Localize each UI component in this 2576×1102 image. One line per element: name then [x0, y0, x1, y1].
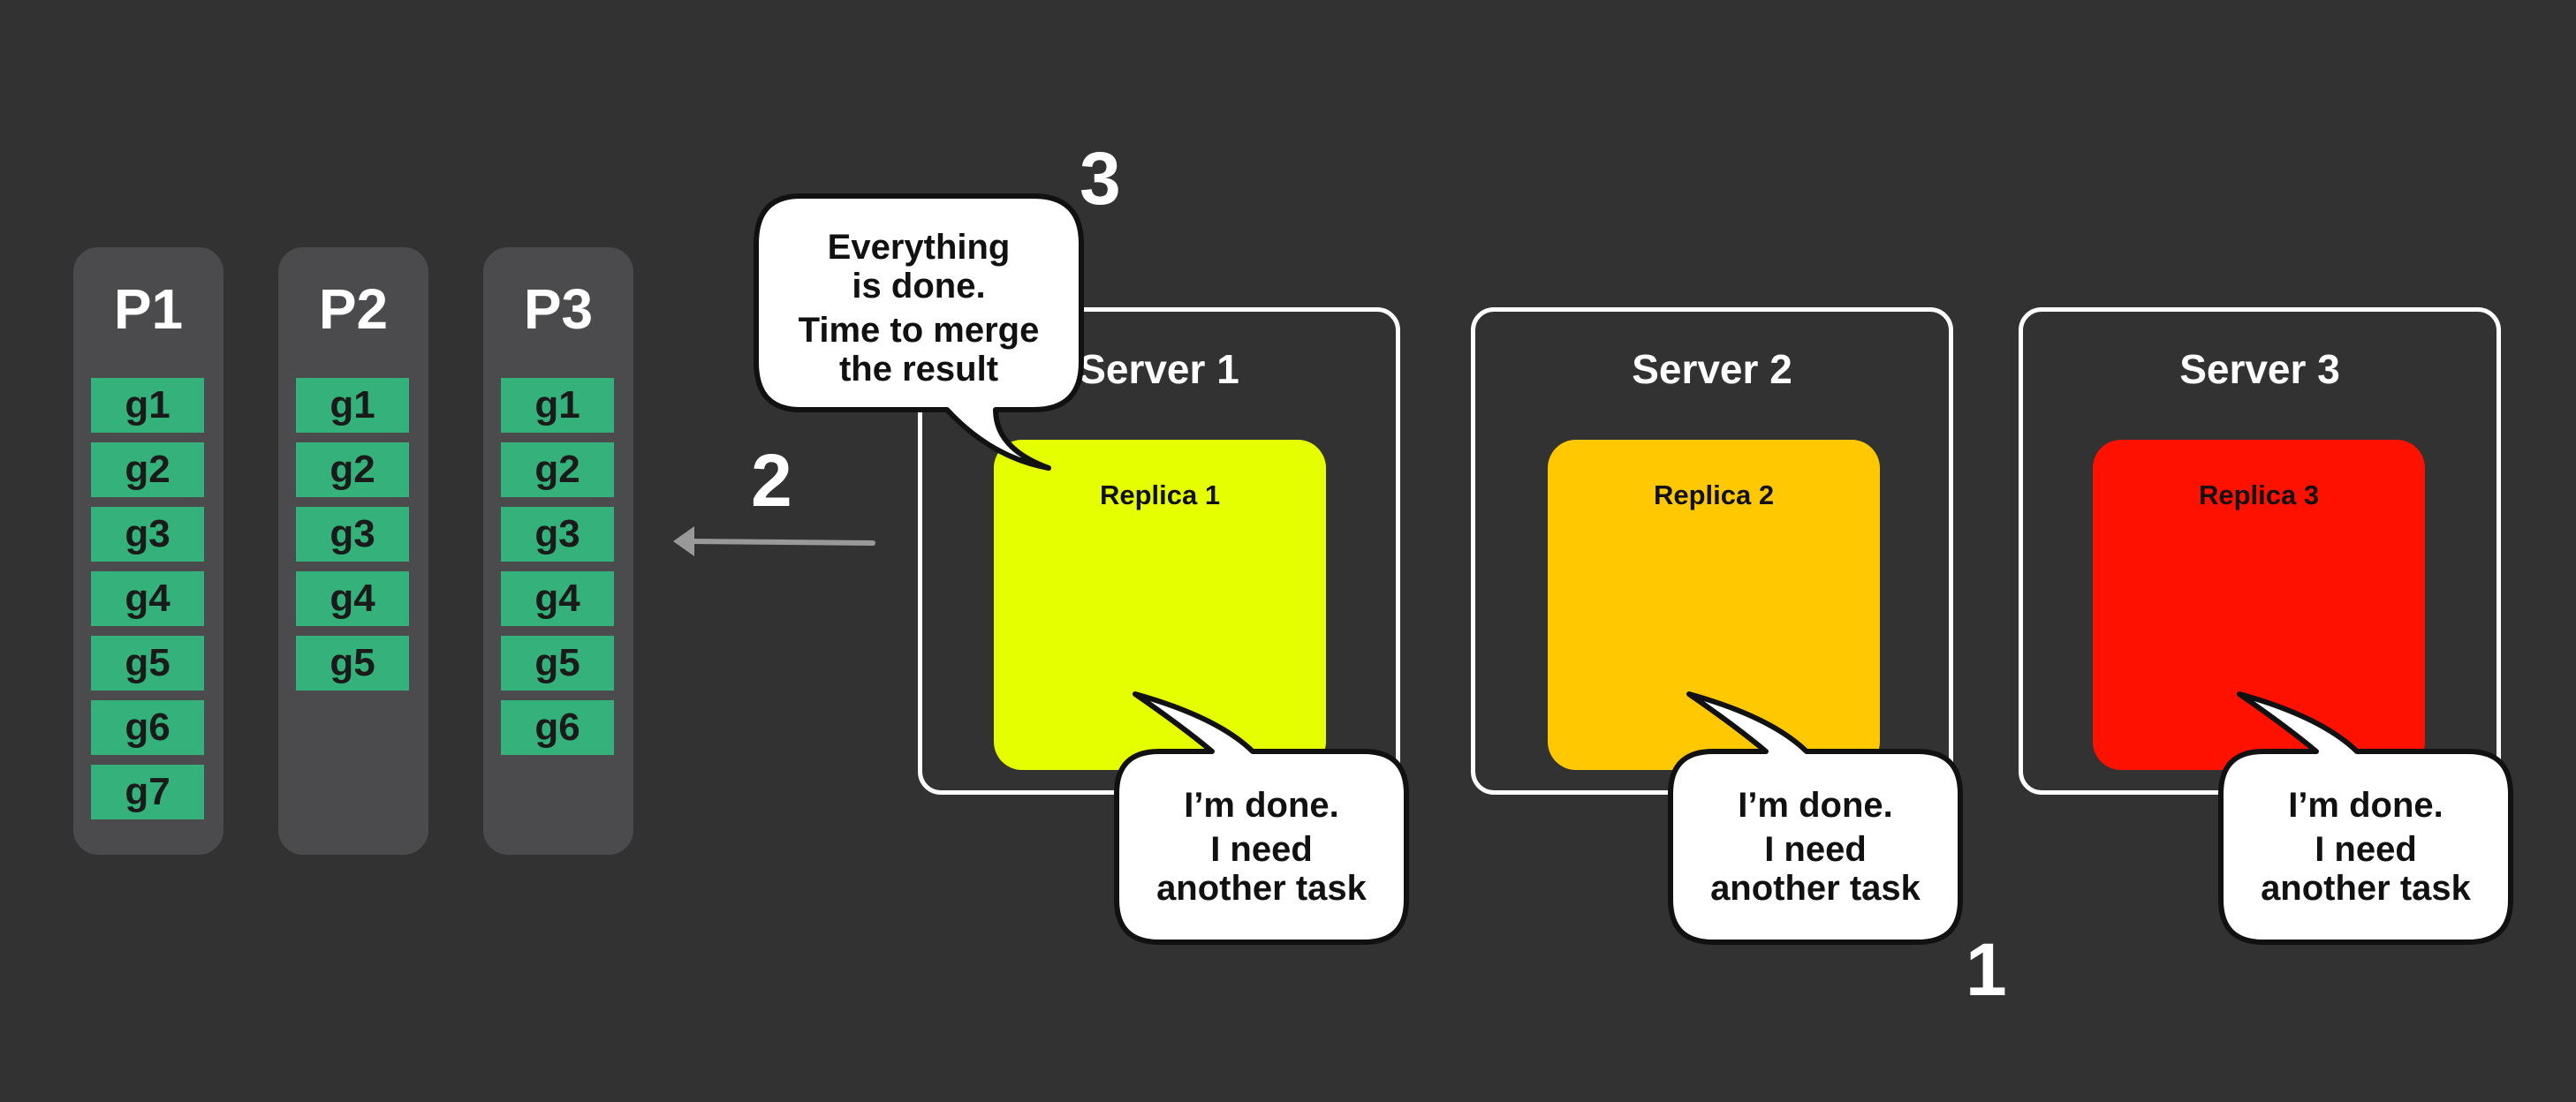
- replica-3: Replica 3: [2093, 440, 2425, 770]
- task-cell: g6: [501, 700, 614, 755]
- task-cell: g3: [91, 507, 204, 562]
- partition-title: P3: [523, 277, 594, 341]
- task-cell: g4: [91, 571, 204, 626]
- done-bubble-text: I’m done. I need another task: [1671, 786, 1960, 908]
- bubble-line: I’m done.: [1738, 786, 1893, 825]
- task-cell: g2: [501, 442, 614, 497]
- task-cell: g3: [501, 507, 614, 562]
- bubble-line: Time to merge: [798, 311, 1040, 350]
- partition-title: P1: [113, 277, 184, 341]
- server-title: Server 1: [1079, 346, 1239, 392]
- step-number-1: 1: [1966, 928, 2007, 1011]
- task-cell: g6: [91, 700, 204, 755]
- partition-title: P2: [318, 277, 389, 341]
- done-bubble-text: I’m done. I need another task: [2221, 786, 2511, 908]
- done-bubble-text: I’m done. I need another task: [1117, 786, 1406, 908]
- replica-2: Replica 2: [1548, 440, 1880, 770]
- task-cell: g5: [501, 636, 614, 691]
- server-title: Server 2: [1632, 346, 1792, 392]
- bubble-line: another task: [1156, 869, 1367, 908]
- speech-bubble-icon: [2218, 691, 2513, 945]
- speech-bubble-icon: [1668, 691, 1963, 945]
- replica-label: Replica 3: [2198, 479, 2320, 510]
- task-cell: g4: [296, 571, 409, 626]
- partition-p1: P1 g1 g2 g3 g4 g5 g6 g7: [73, 247, 224, 855]
- bubble-line: I need: [1764, 830, 1867, 869]
- partition-p3: P3 g1 g2 g3 g4 g5 g6: [483, 247, 633, 855]
- task-cell: g2: [296, 442, 409, 497]
- replica-label: Replica 2: [1653, 479, 1775, 510]
- bubble-line: I need: [2315, 830, 2417, 869]
- task-cell: g1: [91, 378, 204, 433]
- partition-p2: P2 g1 g2 g3 g4 g5: [278, 247, 428, 855]
- server-title: Server 3: [2179, 346, 2340, 392]
- task-cell: g3: [296, 507, 409, 562]
- task-cell: g7: [91, 765, 204, 819]
- bubble-line: I need: [1210, 830, 1313, 869]
- arrow-left-icon: [673, 526, 875, 556]
- task-cell: g4: [501, 571, 614, 626]
- task-cell: g1: [501, 378, 614, 433]
- bubble-line: I’m done.: [1184, 786, 1339, 825]
- bubble-line: is done.: [852, 267, 986, 306]
- replica-1: Replica 1: [994, 440, 1326, 770]
- step-number-3: 3: [1080, 137, 1121, 220]
- task-cell: g2: [91, 442, 204, 497]
- bubble-line: another task: [1710, 869, 1921, 908]
- replica-label: Replica 1: [1099, 479, 1221, 510]
- step-number-2: 2: [751, 439, 792, 522]
- bubble-line: another task: [2261, 869, 2471, 908]
- speech-bubble-icon: [754, 193, 1084, 471]
- bubble-line: Everything: [827, 228, 1011, 267]
- speech-bubble-icon: [1114, 691, 1409, 945]
- task-cell: g5: [296, 636, 409, 691]
- bubble-line: I’m done.: [2288, 786, 2443, 825]
- task-cell: g1: [296, 378, 409, 433]
- task-cell: g5: [91, 636, 204, 691]
- merge-bubble-text: Everything is done. Time to merge the re…: [756, 228, 1081, 389]
- bubble-line: the result: [838, 350, 999, 389]
